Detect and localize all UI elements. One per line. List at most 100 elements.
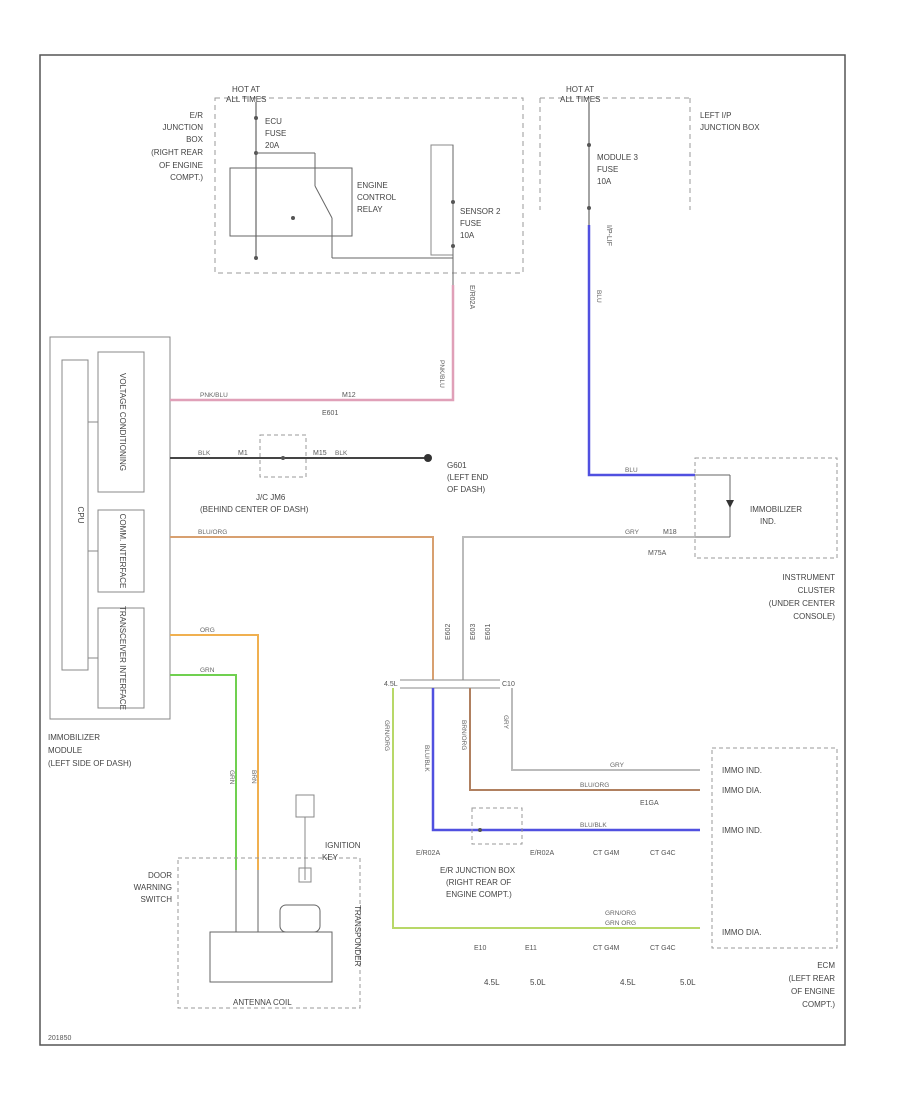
svg-text:COMM. INTERFACE: COMM. INTERFACE xyxy=(118,514,127,589)
svg-text:(UNDER CENTER: (UNDER CENTER xyxy=(769,599,835,608)
svg-text:IMMO DIA.: IMMO DIA. xyxy=(722,786,762,795)
wire-grn-org-v xyxy=(392,688,700,929)
svg-text:M18: M18 xyxy=(663,529,677,536)
svg-text:(LEFT REAR: (LEFT REAR xyxy=(788,974,835,983)
svg-text:BOX: BOX xyxy=(186,135,204,144)
wire-blu-v xyxy=(431,688,700,832)
svg-text:IMMO IND.: IMMO IND. xyxy=(722,826,762,835)
svg-text:C10: C10 xyxy=(502,681,515,688)
svg-text:I/P-LIF: I/P-LIF xyxy=(605,225,612,246)
svg-text:LEFT I/P: LEFT I/P xyxy=(700,111,731,120)
svg-text:CT G4C: CT G4C xyxy=(650,850,676,857)
svg-text:GRN: GRN xyxy=(200,667,215,674)
left-ip-junction-box: HOT AT ALL TIMES LEFT I/P JUNCTION BOX M… xyxy=(539,85,760,246)
junction-connector: 4.5L C10 E602 E603 E601 xyxy=(384,624,515,689)
svg-text:5.0L: 5.0L xyxy=(680,978,696,987)
svg-text:ALL TIMES: ALL TIMES xyxy=(560,95,600,104)
svg-text:GRY: GRY xyxy=(625,529,640,536)
svg-text:CONSOLE): CONSOLE) xyxy=(793,612,835,621)
svg-text:4.5L: 4.5L xyxy=(484,978,500,987)
svg-text:E603: E603 xyxy=(470,624,477,640)
svg-text:GRN/ORG: GRN/ORG xyxy=(605,910,636,917)
wire-blu-org xyxy=(170,536,434,680)
svg-text:ENGINE: ENGINE xyxy=(357,181,388,190)
svg-text:E/R JUNCTION BOX: E/R JUNCTION BOX xyxy=(440,866,516,875)
svg-text:COMPT.): COMPT.) xyxy=(802,1000,835,1009)
wire-brn-v xyxy=(469,688,700,791)
svg-text:DOOR: DOOR xyxy=(148,871,172,880)
svg-text:RELAY: RELAY xyxy=(357,205,383,214)
svg-text:G601: G601 xyxy=(447,461,467,470)
wire-pnk-blu xyxy=(170,285,455,402)
svg-text:ECM: ECM xyxy=(817,961,835,970)
svg-text:20A: 20A xyxy=(265,141,280,150)
svg-text:VOLTAGE CONDITIONING: VOLTAGE CONDITIONING xyxy=(118,373,127,471)
svg-text:E11: E11 xyxy=(525,945,537,952)
svg-text:HOT AT: HOT AT xyxy=(232,85,260,94)
svg-text:10A: 10A xyxy=(460,231,475,240)
svg-text:E/R02A: E/R02A xyxy=(530,850,554,857)
svg-text:GRY: GRY xyxy=(502,715,509,730)
svg-text:FUSE: FUSE xyxy=(597,165,618,174)
engine-variant-connectors: E10 E11 CT G4M CT G4C 4.5L 5.0L 4.5L 5.0… xyxy=(474,945,696,987)
svg-text:JUNCTION BOX: JUNCTION BOX xyxy=(700,123,760,132)
svg-text:MODULE: MODULE xyxy=(48,746,82,755)
svg-text:ALL TIMES: ALL TIMES xyxy=(226,95,266,104)
er-junction-box-top: HOT AT ALL TIMES E/R JUNCTION BOX (RIGHT… xyxy=(151,85,524,309)
svg-text:E601: E601 xyxy=(322,410,338,417)
svg-text:HOT AT: HOT AT xyxy=(566,85,594,94)
svg-text:ENGINE COMPT.): ENGINE COMPT.) xyxy=(446,890,512,899)
er-junction-box-bottom: E/R02A E/R02A CT G4M CT G4C E/R JUNCTION… xyxy=(416,807,676,899)
svg-text:M15: M15 xyxy=(313,450,327,457)
svg-text:MODULE 3: MODULE 3 xyxy=(597,153,638,162)
wire-blu-cluster xyxy=(587,225,695,477)
svg-text:GRY: GRY xyxy=(610,762,625,769)
svg-text:BRN: BRN xyxy=(250,770,257,784)
svg-text:IMMOBILIZER: IMMOBILIZER xyxy=(750,505,802,514)
svg-text:J/C JM6: J/C JM6 xyxy=(256,493,286,502)
svg-text:FUSE: FUSE xyxy=(265,129,286,138)
svg-text:CLUSTER: CLUSTER xyxy=(798,586,836,595)
svg-text:PNK/BLU: PNK/BLU xyxy=(200,392,228,399)
svg-text:(BEHIND CENTER OF DASH): (BEHIND CENTER OF DASH) xyxy=(200,505,309,514)
svg-text:JUNCTION: JUNCTION xyxy=(163,123,204,132)
svg-text:IMMO IND.: IMMO IND. xyxy=(722,766,762,775)
jc-jm6-box xyxy=(259,434,307,478)
svg-text:BLU: BLU xyxy=(625,467,638,474)
svg-text:IMMO DIA.: IMMO DIA. xyxy=(722,928,762,937)
svg-text:BRN/ORG: BRN/ORG xyxy=(460,720,467,750)
svg-text:BLK: BLK xyxy=(335,450,348,457)
svg-text:CPU: CPU xyxy=(76,507,85,524)
svg-text:BLK: BLK xyxy=(198,450,211,457)
svg-text:E601: E601 xyxy=(485,624,492,640)
footer-code: 201850 xyxy=(48,1035,71,1042)
svg-text:4.5L: 4.5L xyxy=(384,681,398,688)
svg-text:GRN: GRN xyxy=(228,770,235,785)
svg-text:E/R02A: E/R02A xyxy=(416,850,440,857)
svg-text:CT G4M: CT G4M xyxy=(593,945,619,952)
svg-text:ORG: ORG xyxy=(200,627,215,634)
svg-text:E602: E602 xyxy=(445,624,452,640)
svg-text:OF ENGINE: OF ENGINE xyxy=(159,161,203,170)
svg-text:5.0L: 5.0L xyxy=(530,978,546,987)
svg-text:WARNING: WARNING xyxy=(134,883,172,892)
svg-text:FUSE: FUSE xyxy=(460,219,481,228)
svg-text:ANTENNA COIL: ANTENNA COIL xyxy=(233,998,292,1007)
svg-text:(LEFT END: (LEFT END xyxy=(447,473,488,482)
svg-text:M1: M1 xyxy=(238,450,248,457)
svg-text:10A: 10A xyxy=(597,177,612,186)
svg-text:SWITCH: SWITCH xyxy=(140,895,172,904)
svg-text:BLU/BLK: BLU/BLK xyxy=(580,822,607,829)
svg-text:M12: M12 xyxy=(342,392,356,399)
svg-text:BLU/ORG: BLU/ORG xyxy=(198,529,227,536)
svg-text:E1GA: E1GA xyxy=(640,800,659,807)
svg-text:BLU: BLU xyxy=(595,290,602,303)
svg-text:M75A: M75A xyxy=(648,550,667,557)
svg-text:4.5L: 4.5L xyxy=(620,978,636,987)
svg-text:BLU/BLK: BLU/BLK xyxy=(423,745,430,772)
svg-text:CT G4C: CT G4C xyxy=(650,945,676,952)
instrument-cluster: IMMOBILIZER IND. INSTRUMENT CLUSTER (UND… xyxy=(694,457,838,621)
svg-text:GRN ORG: GRN ORG xyxy=(605,920,636,927)
svg-text:SENSOR 2: SENSOR 2 xyxy=(460,207,501,216)
